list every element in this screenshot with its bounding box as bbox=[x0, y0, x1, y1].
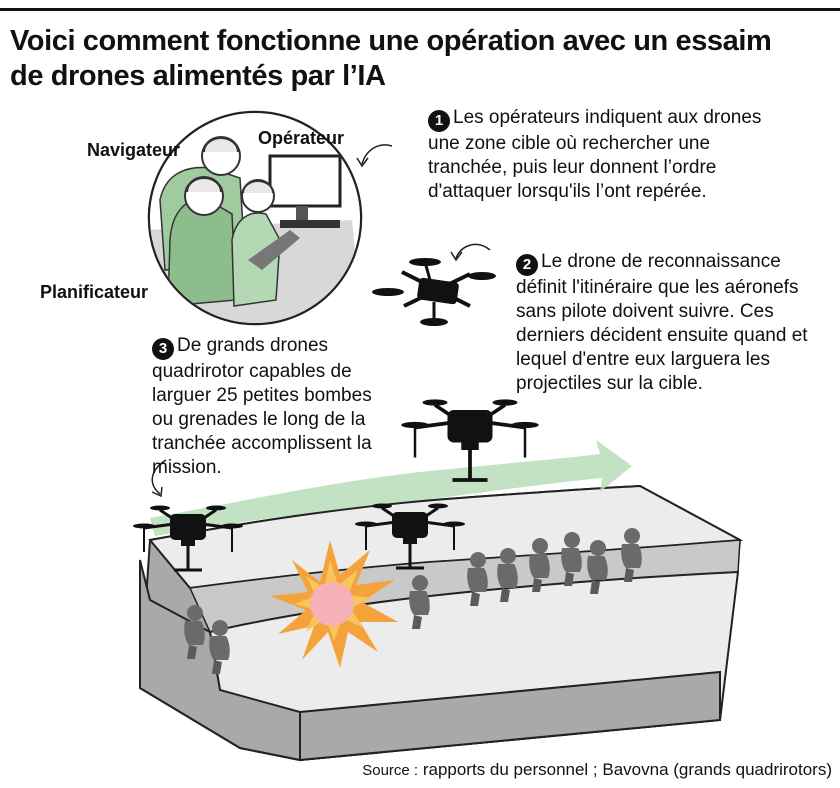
curved-arrow-icon bbox=[151, 459, 167, 495]
step-2-number: 2 bbox=[516, 254, 538, 276]
operators-circle bbox=[147, 110, 363, 326]
step-3-number: 3 bbox=[152, 338, 174, 360]
title-line-1: Voici comment fonctionne une opération a… bbox=[10, 25, 772, 57]
role-operator: Opérateur bbox=[258, 128, 345, 148]
explosion-icon bbox=[270, 540, 398, 668]
title-line-2: de drones alimentés par l’IA bbox=[10, 60, 386, 92]
role-planner: Planificateur bbox=[40, 282, 149, 302]
source-note: Source : rapports du personnel ; Bavovna… bbox=[362, 760, 832, 781]
step-1-number: 1 bbox=[428, 110, 450, 132]
recon-drone-icon bbox=[372, 258, 496, 326]
infographic-title: Voici comment fonctionne une opération a… bbox=[10, 24, 830, 94]
drone-route-arrow bbox=[150, 440, 632, 536]
role-navigator: Navigateur bbox=[87, 140, 181, 160]
source-text: rapports du personnel ; Bavovna (grands … bbox=[422, 760, 832, 779]
curved-arrow-icon bbox=[361, 144, 393, 165]
computer-monitor-icon bbox=[268, 154, 342, 208]
source-label: Source : bbox=[362, 762, 419, 779]
top-rule bbox=[0, 8, 840, 11]
curved-arrow-icon bbox=[455, 243, 491, 259]
